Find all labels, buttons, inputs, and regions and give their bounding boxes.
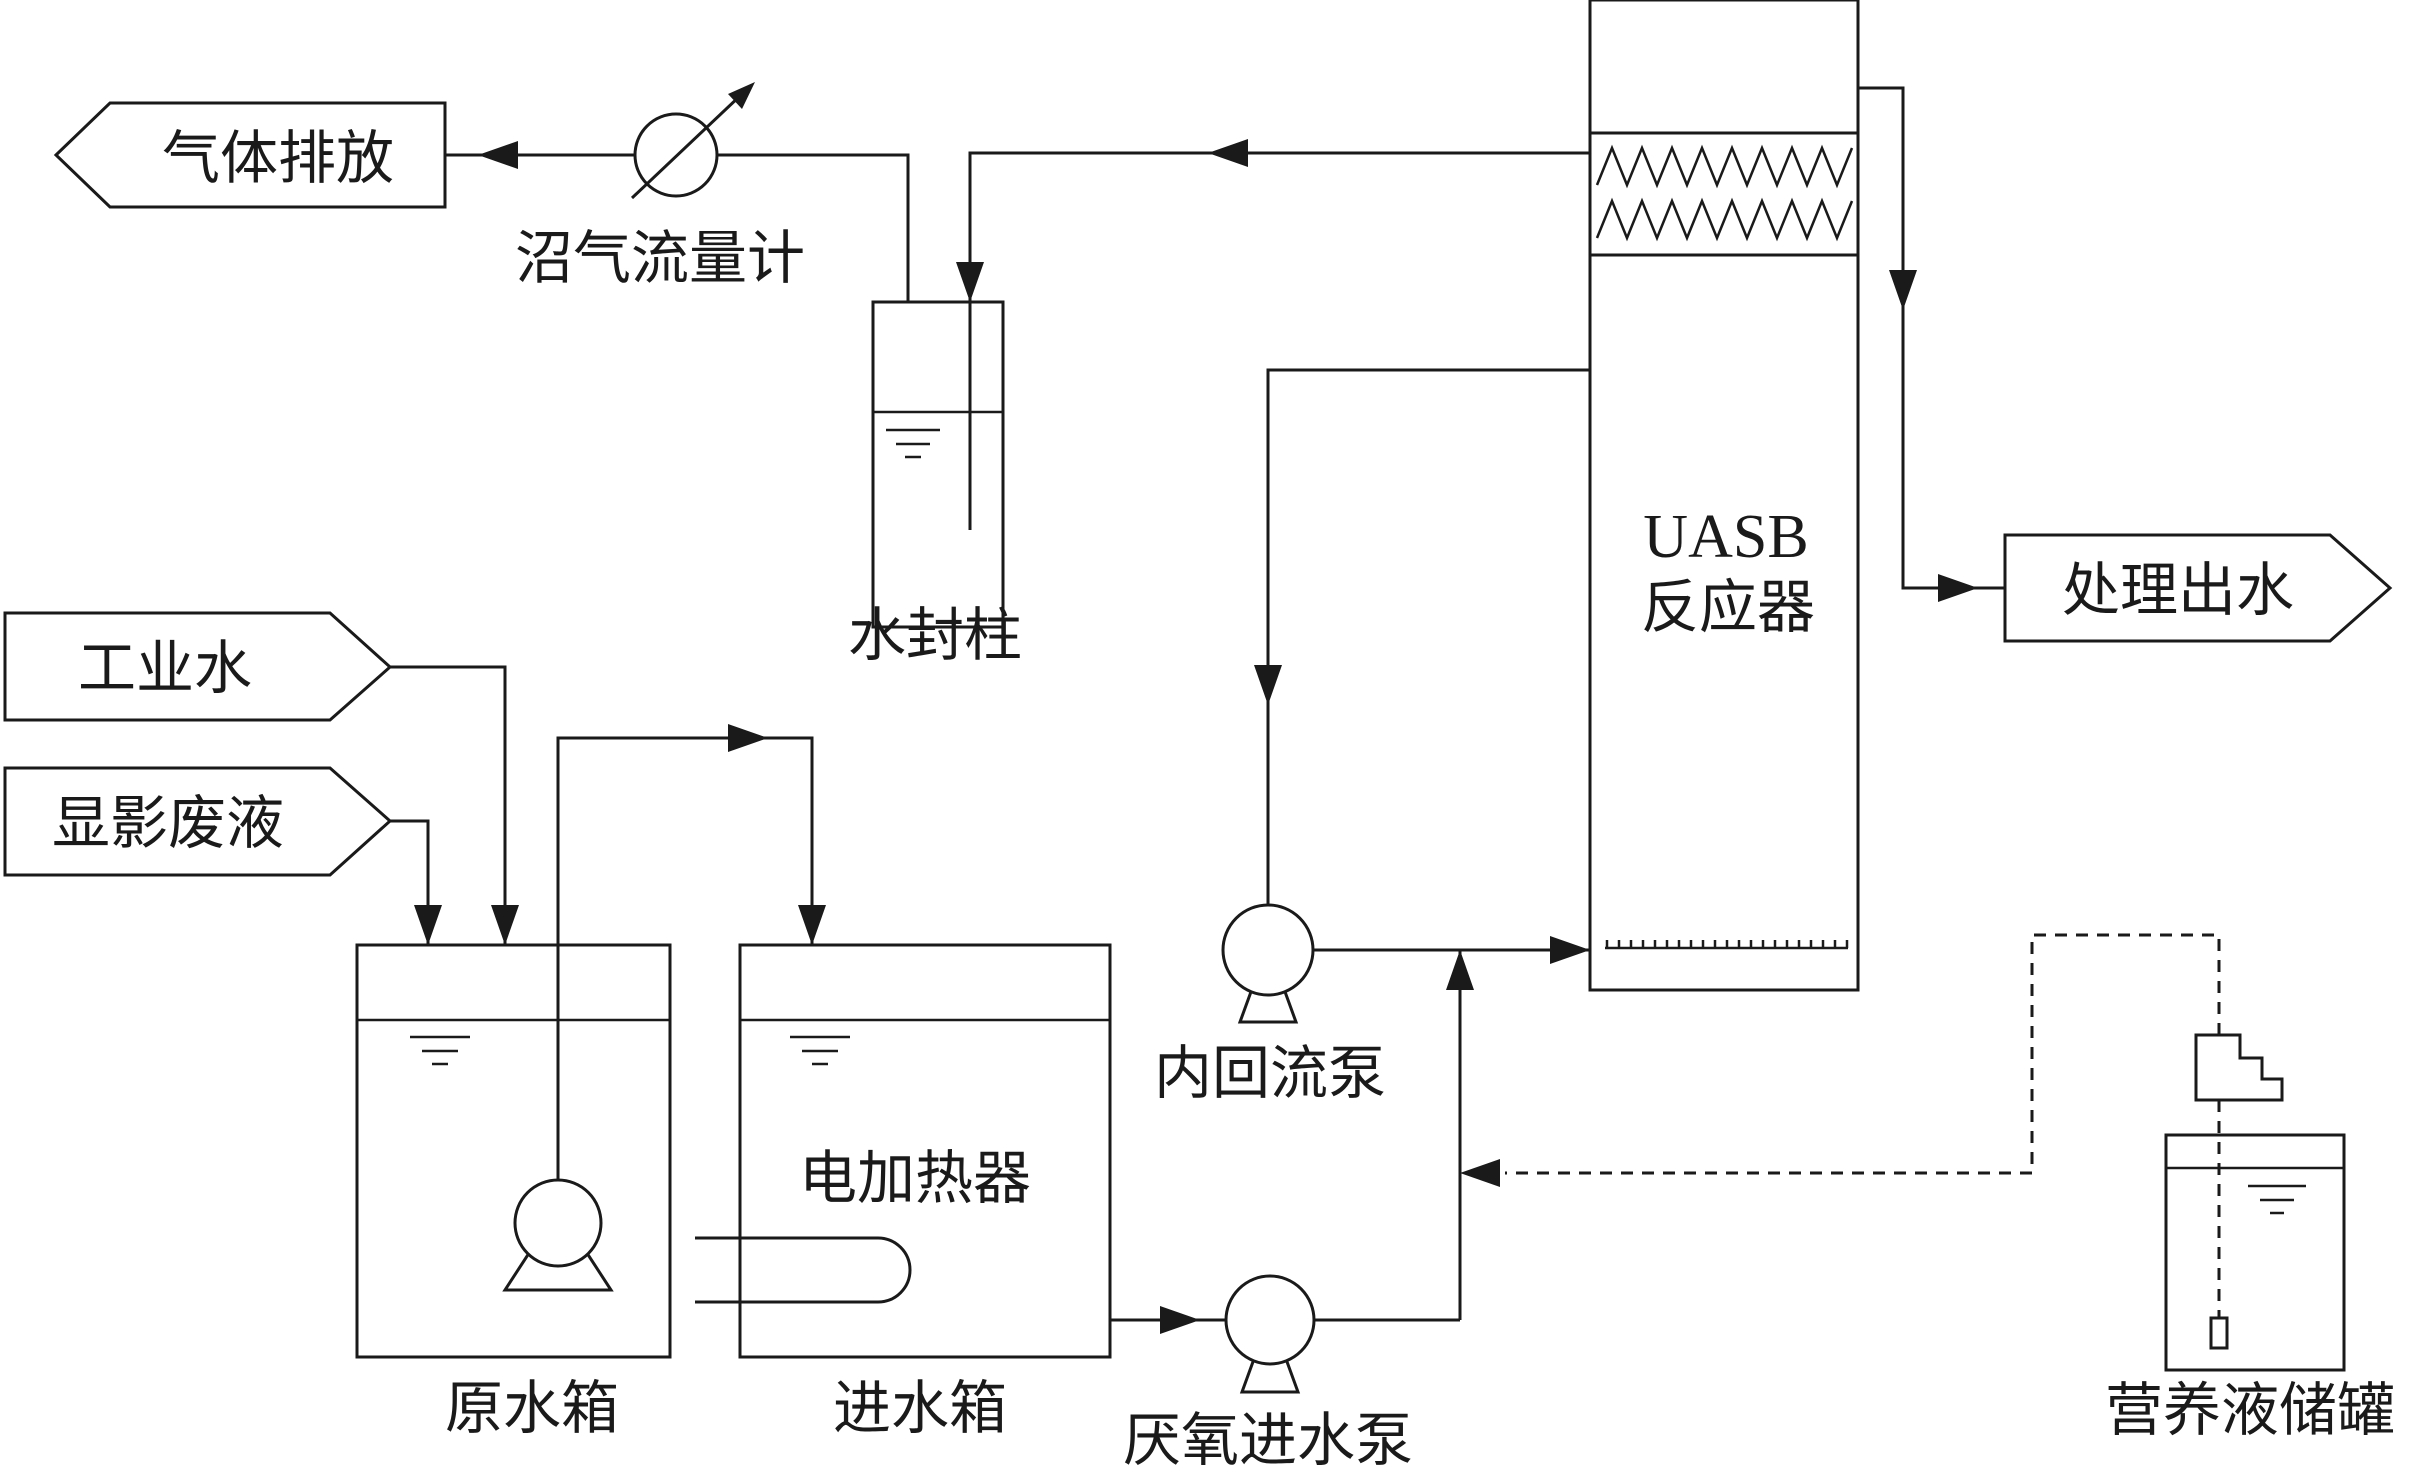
- uasb-reactor: UASB 反应器: [1588, 0, 1860, 992]
- gas-line-arrow-down: [956, 262, 984, 302]
- reactor-inlet-line: [1313, 936, 1590, 1320]
- electric-heater-label: 电加热器: [799, 1144, 1031, 1212]
- submersible-pump: [513, 1178, 603, 1268]
- biogas-meter-label: 沼气流量计: [515, 224, 805, 292]
- gas-discharge-arrow: [478, 141, 518, 169]
- nutrient-tank-label: 营养液储罐: [2105, 1376, 2395, 1444]
- anaerobic-pump-label: 厌氧进水泵: [1123, 1406, 1413, 1472]
- recirculation-pump: 内回流泵: [1154, 903, 1386, 1107]
- recirc-arrow-down: [1254, 665, 1282, 705]
- effluent-line: [1858, 86, 2005, 602]
- industrial-water-label: 工业水: [78, 634, 252, 702]
- recirculation-line: [1254, 368, 1590, 905]
- raw-tank-label: 原水箱: [445, 1374, 619, 1442]
- uasb-label-line1: UASB: [1643, 503, 1808, 571]
- treated-effluent-flag: 处理出水: [2003, 533, 2393, 643]
- feed-line: [1110, 1306, 1460, 1334]
- dosing-pump: [2194, 1033, 2284, 1102]
- developer-waste-label: 显影废液: [52, 789, 284, 857]
- heater-coil: [695, 1236, 912, 1304]
- nutrient-arrow: [1460, 1159, 1500, 1187]
- nutrient-line: [1460, 933, 2221, 1187]
- transfer-arrow-right: [728, 724, 768, 752]
- developer-waste-flag: 显影废液: [3, 766, 393, 877]
- uasb-label-line2: 反应器: [1641, 573, 1815, 641]
- nutrient-tank: 营养液储罐: [2105, 1033, 2395, 1444]
- gas-pipeline: [445, 141, 910, 302]
- developer-waste-arrow: [414, 905, 442, 945]
- inlet-tank: 电加热器 进水箱: [695, 943, 1112, 1442]
- effluent-arrow-down: [1889, 270, 1917, 310]
- water-seal-label: 水封柱: [848, 601, 1022, 669]
- distributor-pipe: [1605, 940, 1849, 950]
- biogas-flow-meter: 沼气流量计: [515, 82, 805, 292]
- anaerobic-feed-pump: 厌氧进水泵: [1123, 1274, 1413, 1472]
- industrial-water-flag: 工业水: [3, 611, 393, 722]
- effluent-arrow-right: [1938, 574, 1978, 602]
- inlet-tank-label: 进水箱: [833, 1374, 1007, 1442]
- uasb-gas-line: [956, 139, 1590, 530]
- three-phase-separator-upper: [1595, 144, 1854, 189]
- three-phase-separator-lower: [1595, 197, 1854, 242]
- transfer-arrow-down: [798, 905, 826, 945]
- influent-lines: [390, 665, 519, 945]
- recirc-pump-label: 内回流泵: [1154, 1039, 1386, 1107]
- raw-water-tank: 原水箱: [355, 943, 672, 1442]
- inlet-riser-arrow: [1446, 950, 1474, 990]
- industrial-water-arrow: [491, 905, 519, 945]
- feed-arrow: [1160, 1306, 1200, 1334]
- transfer-line: [556, 724, 826, 1180]
- treated-effluent-label: 处理出水: [2062, 556, 2294, 624]
- water-seal-column: 水封柱: [848, 300, 1022, 669]
- reactor-inlet-arrow: [1550, 936, 1590, 964]
- gas-line-arrow-left: [1208, 139, 1248, 167]
- gas-discharge-flag: 气体排放: [53, 101, 447, 209]
- gas-discharge-label: 气体排放: [162, 124, 394, 192]
